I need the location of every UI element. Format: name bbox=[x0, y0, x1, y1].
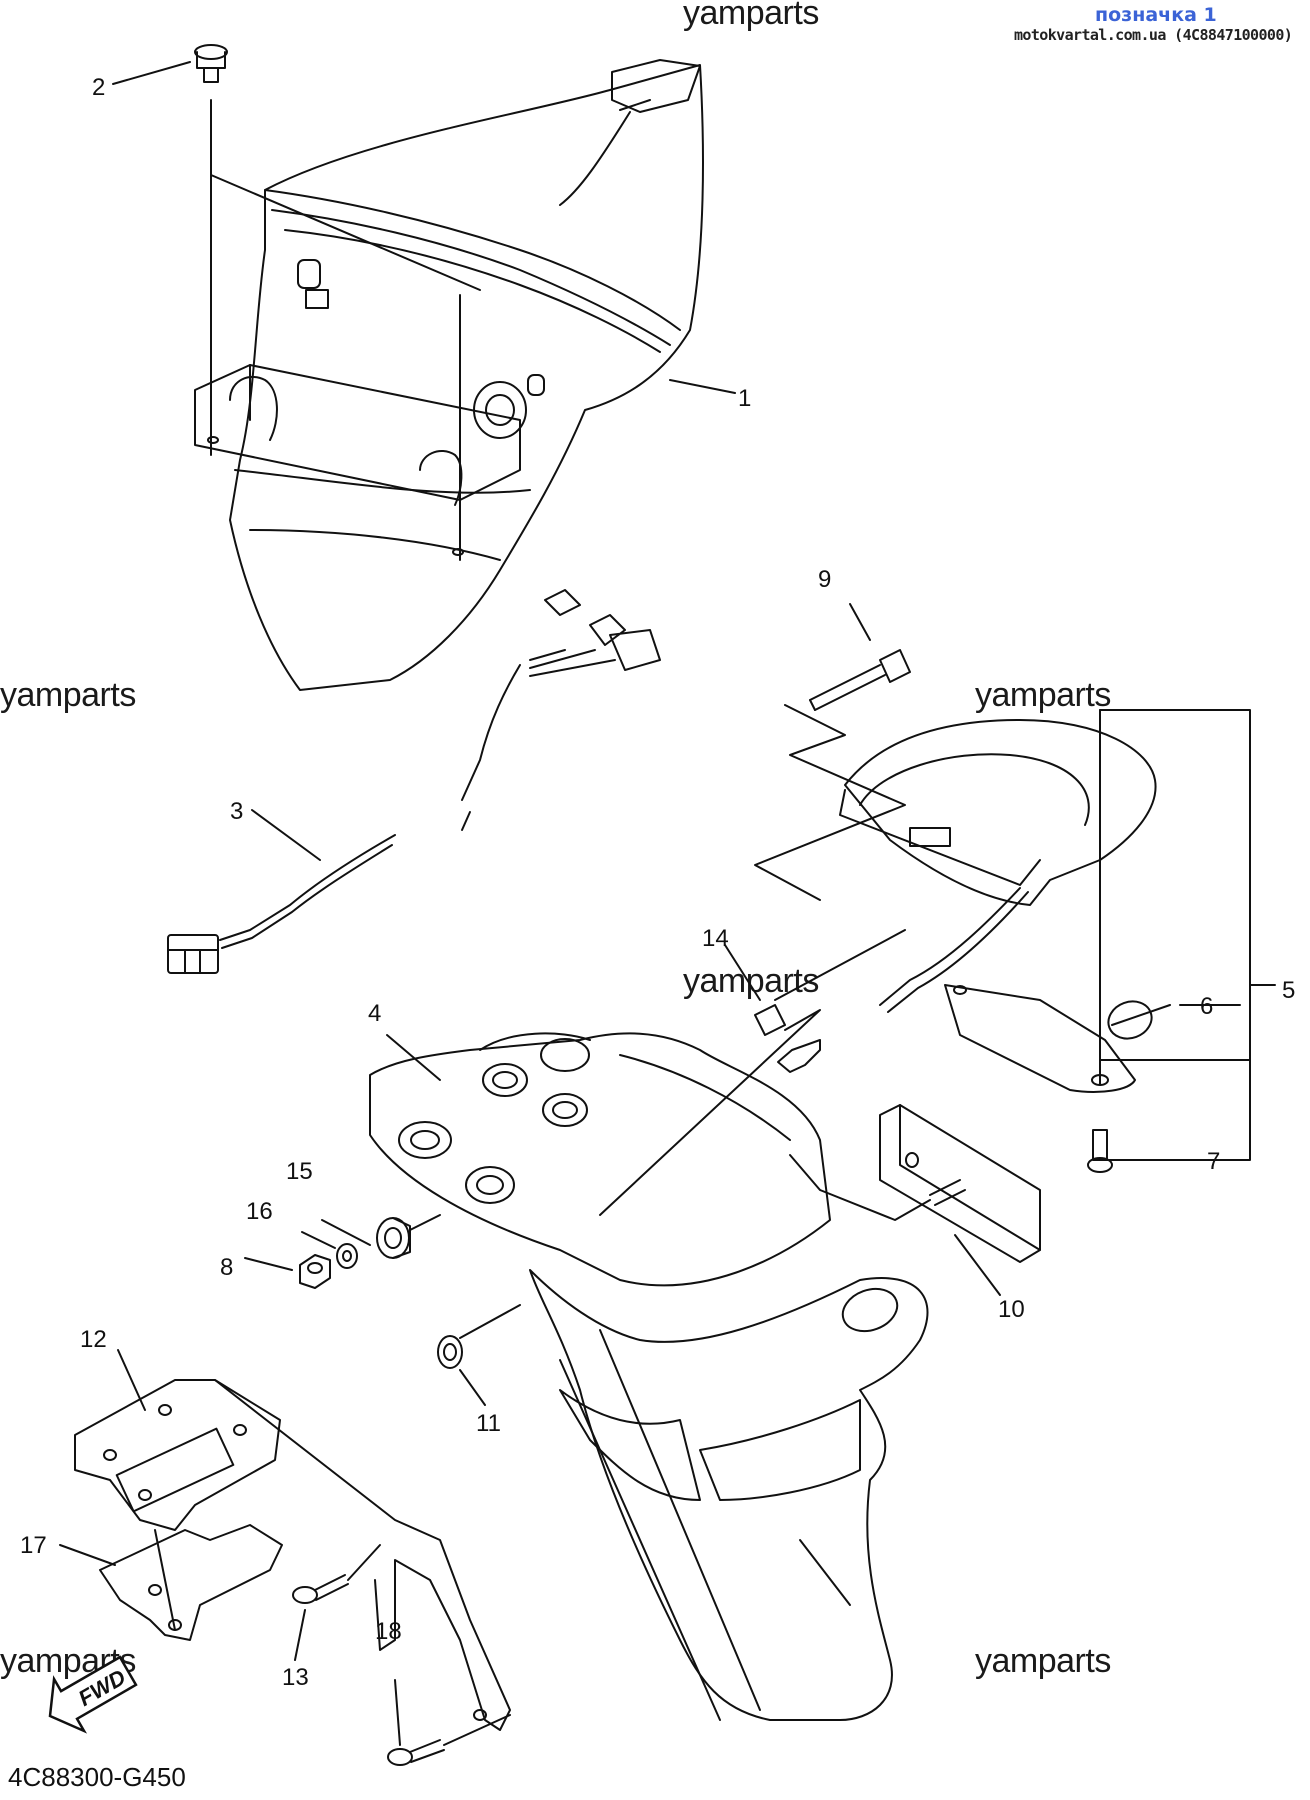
part-8-nut bbox=[299, 1254, 331, 1289]
part-7-screw bbox=[1087, 1129, 1113, 1173]
callout-11: 11 bbox=[476, 1410, 501, 1437]
part-6-bulb bbox=[1107, 1000, 1171, 1040]
header-badge[interactable]: позначка 1 bbox=[1095, 4, 1217, 26]
part-15-grommet bbox=[376, 1217, 411, 1259]
callout-9: 9 bbox=[818, 566, 832, 593]
callout-12: 12 bbox=[80, 1326, 107, 1353]
callout-2: 2 bbox=[92, 74, 106, 101]
callout-13: 13 bbox=[282, 1664, 309, 1691]
part-17-plate bbox=[99, 1524, 283, 1641]
watermark-right: yamparts bbox=[975, 676, 1111, 714]
part-16-washer bbox=[336, 1243, 358, 1269]
part-9-bolt bbox=[754, 649, 911, 901]
callout-10: 10 bbox=[998, 1296, 1025, 1323]
callout-1: 1 bbox=[738, 385, 752, 412]
callout-5: 5 bbox=[1282, 977, 1296, 1004]
header-source: motokvartal.com.ua (4C8847100000) bbox=[1014, 26, 1293, 44]
callout-7: 7 bbox=[1207, 1148, 1221, 1175]
watermark-left: yamparts bbox=[0, 676, 136, 714]
part-13-screw bbox=[292, 1544, 381, 1604]
callout-15: 15 bbox=[286, 1158, 313, 1185]
callout-18: 18 bbox=[375, 1618, 402, 1645]
part-1-rear-fender bbox=[194, 59, 704, 691]
part-12-plate-bracket bbox=[74, 1379, 511, 1731]
part-10-reflector bbox=[789, 1104, 1041, 1263]
fwd-arrow: FWD bbox=[48, 1655, 138, 1734]
watermark-bottom-right: yamparts bbox=[975, 1642, 1111, 1680]
part-11-nut bbox=[437, 1304, 521, 1369]
callout-17: 17 bbox=[20, 1532, 47, 1559]
watermark-top: yamparts bbox=[683, 0, 819, 32]
callout-3: 3 bbox=[230, 798, 244, 825]
callout-4: 4 bbox=[368, 1000, 382, 1027]
callout-14: 14 bbox=[702, 925, 729, 952]
diagram-code: 4C88300-G450 bbox=[8, 1762, 186, 1792]
callout-6: 6 bbox=[1200, 993, 1214, 1020]
part-4-mudguard-bracket bbox=[369, 1032, 831, 1287]
callout-16: 16 bbox=[246, 1198, 273, 1225]
part-18-screw bbox=[387, 1714, 511, 1766]
watermark-center: yamparts bbox=[683, 962, 819, 1000]
part-2-bolt bbox=[194, 44, 481, 561]
part-3-harness bbox=[167, 589, 661, 974]
callout-8: 8 bbox=[220, 1254, 234, 1281]
lower-mudguard bbox=[529, 1269, 929, 1721]
part-14-collar bbox=[599, 929, 906, 1216]
part-5-license-light bbox=[777, 709, 1157, 1093]
